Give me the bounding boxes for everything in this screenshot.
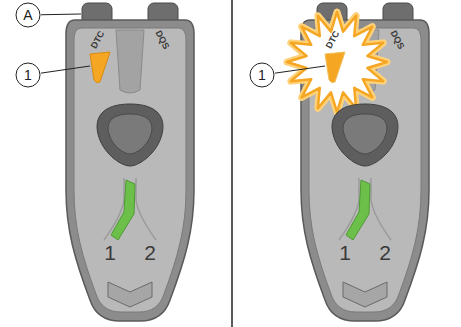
main-button xyxy=(97,104,163,166)
callout-number: 1 xyxy=(24,68,32,82)
flash-burst xyxy=(287,12,387,112)
callout-circle xyxy=(16,3,40,27)
leader-line xyxy=(275,66,325,73)
lane-line xyxy=(371,178,391,240)
leader-line xyxy=(41,66,90,73)
fob-body xyxy=(66,20,194,321)
main-button-inner xyxy=(108,114,152,154)
key-fob xyxy=(66,3,194,321)
callout-letter: A xyxy=(23,8,32,22)
callout-circle xyxy=(250,63,274,87)
lane-number: 1 xyxy=(104,242,116,263)
divider-line xyxy=(231,0,233,327)
main-button xyxy=(332,104,398,166)
leader-line xyxy=(41,14,81,16)
face-recess xyxy=(116,30,144,93)
lane-number: 1 xyxy=(339,242,351,263)
fob-face xyxy=(74,28,186,312)
main-button-inner xyxy=(343,114,387,154)
key-fob xyxy=(287,3,429,321)
lane-number: 2 xyxy=(379,242,391,263)
lane-number: 2 xyxy=(144,242,156,263)
flash-glow xyxy=(287,12,387,112)
callout-circle xyxy=(16,63,40,87)
callout-number: 1 xyxy=(258,68,266,82)
indicator-light xyxy=(325,52,345,83)
bottom-button xyxy=(108,282,152,307)
active-lane xyxy=(346,180,370,240)
indicator-light xyxy=(90,52,110,83)
lane-line xyxy=(136,178,156,240)
active-lane xyxy=(111,180,135,240)
bottom-button xyxy=(343,282,387,307)
